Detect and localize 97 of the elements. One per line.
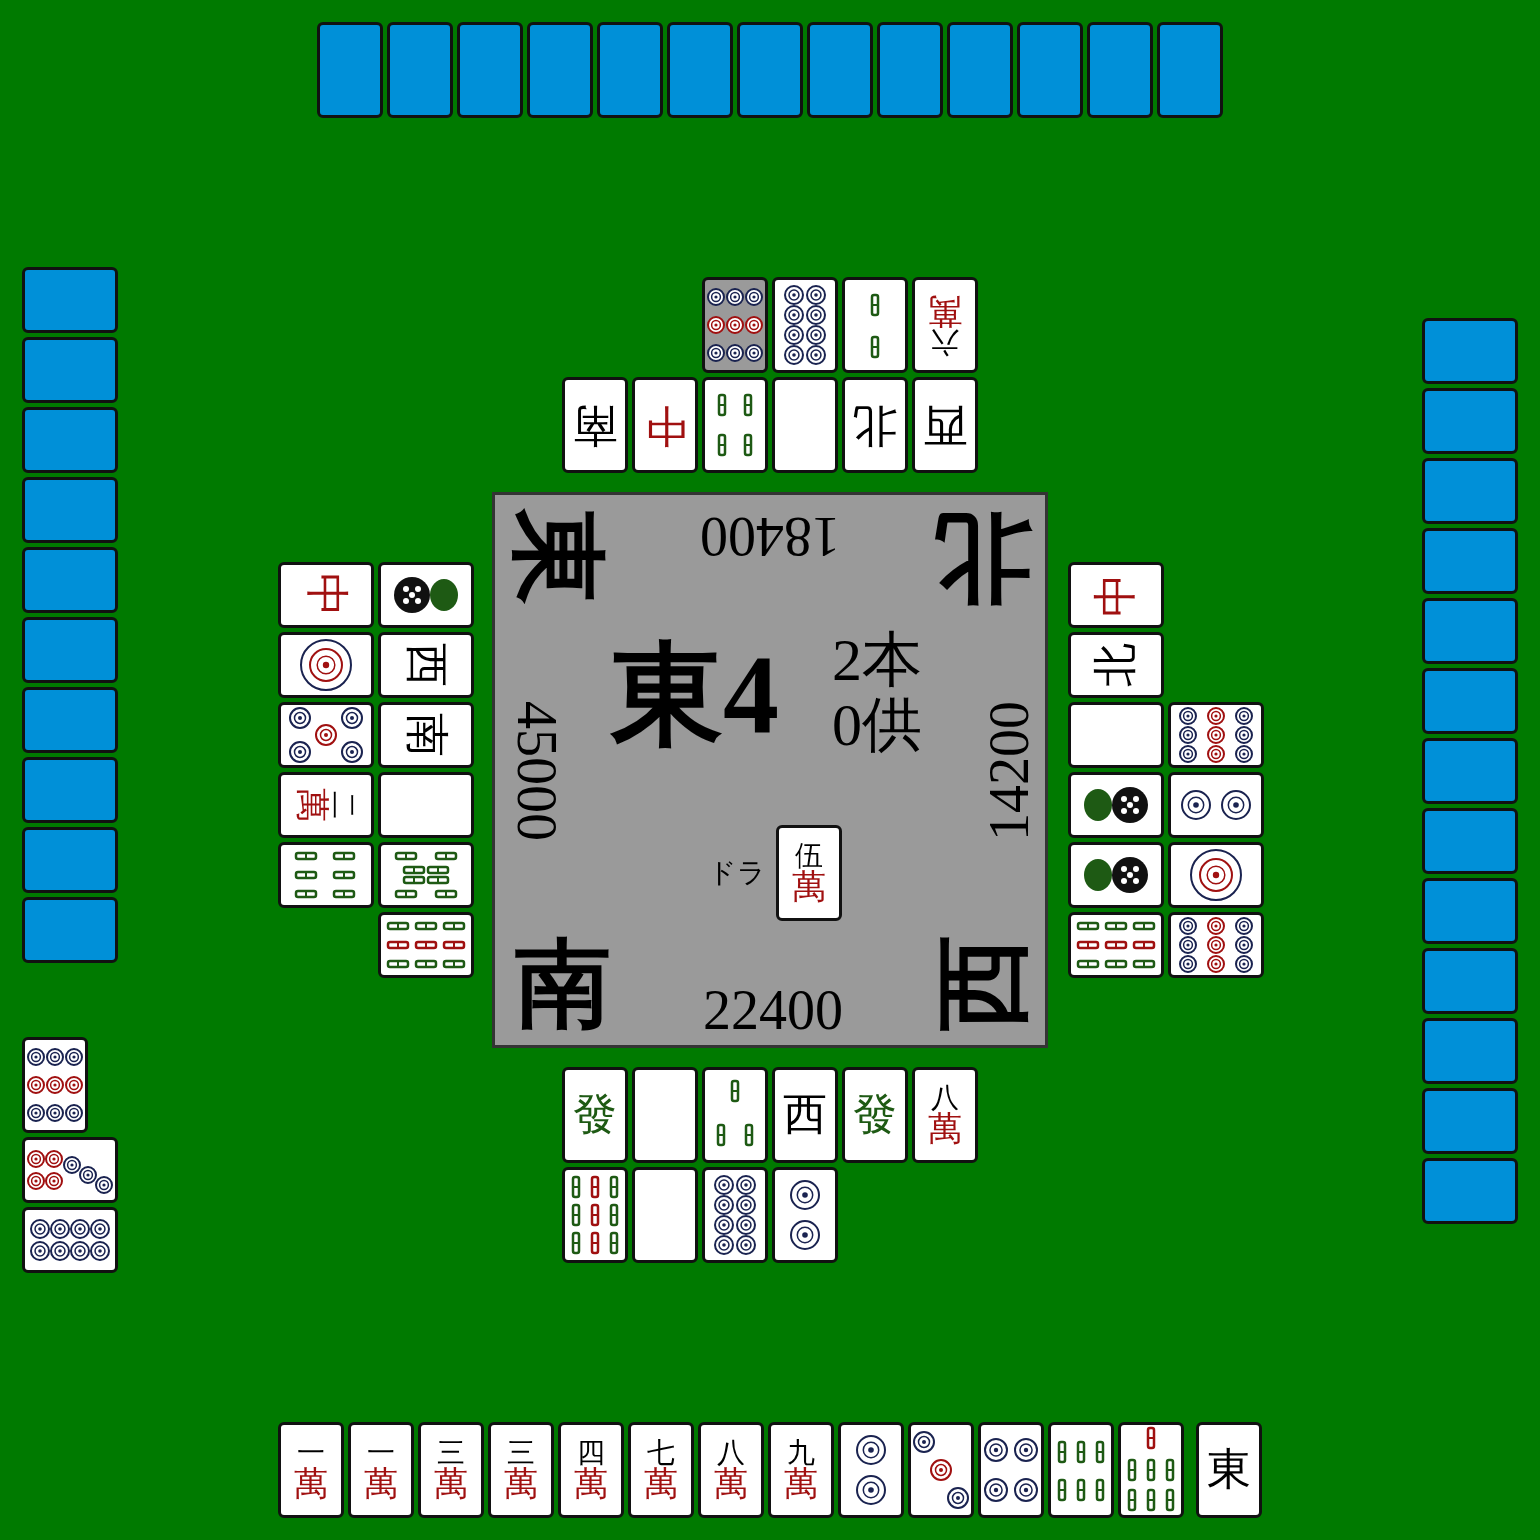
mahjong-tile xyxy=(632,377,698,473)
mahjong-tile xyxy=(378,632,474,698)
mahjong-tile xyxy=(1068,562,1164,628)
tile-character: 一萬 xyxy=(364,1439,398,1501)
tile-character: 西 xyxy=(404,643,448,687)
mahjong-tile xyxy=(562,1167,628,1263)
mahjong-tile xyxy=(772,377,838,473)
mahjong-tile xyxy=(978,1422,1044,1518)
mahjong-tile xyxy=(1168,912,1264,978)
mahjong-tile xyxy=(278,562,374,628)
mahjong-tile xyxy=(772,1067,838,1163)
dora-label: ドラ xyxy=(708,859,766,887)
mahjong-tile xyxy=(1068,842,1164,908)
tile-character: 八萬 xyxy=(928,1084,962,1146)
mahjong-tile xyxy=(698,1422,764,1518)
score-label: 18400 xyxy=(700,509,840,565)
mahjong-tile xyxy=(348,1422,414,1518)
mahjong-tile xyxy=(22,1137,118,1203)
tile-character: 北 xyxy=(1094,643,1138,687)
wind-label: 西 xyxy=(935,935,1031,1031)
mahjong-tile xyxy=(632,1067,698,1163)
mahjong-tile xyxy=(562,1067,628,1163)
mahjong-tile xyxy=(1196,1422,1262,1518)
mahjong-tile xyxy=(912,277,978,373)
mahjong-tile xyxy=(378,702,474,768)
tile-character: 南 xyxy=(404,713,448,757)
mahjong-tile xyxy=(702,1067,768,1163)
mahjong-tile xyxy=(1068,912,1164,978)
score-label: 22400 xyxy=(703,982,843,1038)
tile-character: 六萬 xyxy=(928,294,962,356)
mahjong-tile xyxy=(1168,842,1264,908)
mahjong-tile xyxy=(1168,772,1264,838)
mahjong-tile xyxy=(278,772,374,838)
mahjong-tile xyxy=(1118,1422,1184,1518)
mahjong-tile xyxy=(1068,772,1164,838)
counter-label: 2本 xyxy=(832,630,922,690)
tile-character: 北 xyxy=(853,403,897,447)
mahjong-tile xyxy=(278,1422,344,1518)
tile-character: 三萬 xyxy=(504,1439,538,1501)
mahjong-tile xyxy=(22,1207,118,1273)
tile-character: 東 xyxy=(1207,1448,1251,1492)
tile-character: 西 xyxy=(923,403,967,447)
mahjong-tile xyxy=(842,277,908,373)
mahjong-tile xyxy=(842,1067,908,1163)
mahjong-tile xyxy=(702,377,768,473)
mahjong-tile xyxy=(702,277,768,373)
score-label: 45000 xyxy=(509,701,565,841)
tile-character: 伍萬 xyxy=(792,842,826,904)
tile-character: 中 xyxy=(1094,573,1138,617)
mahjong-tile xyxy=(776,825,842,921)
mahjong-tile xyxy=(562,377,628,473)
mahjong-tile xyxy=(842,377,908,473)
mahjong-tile xyxy=(488,1422,554,1518)
wind-label: 南 xyxy=(515,937,611,1033)
mahjong-tile xyxy=(838,1422,904,1518)
tile-character: 九萬 xyxy=(784,1439,818,1501)
mahjong-tile xyxy=(768,1422,834,1518)
tile-character: 二萬 xyxy=(295,788,357,822)
tile-character: 中 xyxy=(643,403,687,447)
tile-character: 發 xyxy=(853,1093,897,1137)
tile-character: 七萬 xyxy=(644,1439,678,1501)
mahjong-tile xyxy=(558,1422,624,1518)
mahjong-tile xyxy=(772,1167,838,1263)
wind-label: 東 xyxy=(509,509,605,605)
mahjong-tile xyxy=(22,1037,88,1133)
tile-character: 發 xyxy=(573,1093,617,1137)
mahjong-tile xyxy=(632,1167,698,1263)
mahjong-tile xyxy=(772,277,838,373)
mahjong-tile xyxy=(1168,702,1264,768)
tile-character: 三萬 xyxy=(434,1439,468,1501)
mahjong-tile xyxy=(418,1422,484,1518)
mahjong-tile xyxy=(628,1422,694,1518)
mahjong-tile xyxy=(378,842,474,908)
counter-label: 0供 xyxy=(832,695,922,755)
mahjong-tile xyxy=(702,1167,768,1263)
tile-character: 一萬 xyxy=(294,1439,328,1501)
wind-label: 北 xyxy=(935,509,1031,605)
mahjong-tile xyxy=(1048,1422,1114,1518)
tile-character: 四萬 xyxy=(574,1439,608,1501)
mahjong-tile xyxy=(278,702,374,768)
mahjong-tile xyxy=(378,912,474,978)
mahjong-tile xyxy=(1068,632,1164,698)
mahjong-tile xyxy=(278,632,374,698)
mahjong-tile xyxy=(378,772,474,838)
mahjong-tile xyxy=(1068,702,1164,768)
tile-character: 南 xyxy=(573,403,617,447)
mahjong-tile xyxy=(908,1422,974,1518)
tile-character: 八萬 xyxy=(714,1439,748,1501)
mahjong-tile xyxy=(378,562,474,628)
mahjong-tile xyxy=(912,1067,978,1163)
mahjong-tile xyxy=(278,842,374,908)
round-label: 東4 xyxy=(611,639,779,751)
info-panel xyxy=(492,492,1048,1048)
tile-character: 西 xyxy=(783,1093,827,1137)
tile-character: 中 xyxy=(304,573,348,617)
score-label: 14200 xyxy=(981,701,1037,841)
mahjong-tile xyxy=(912,377,978,473)
